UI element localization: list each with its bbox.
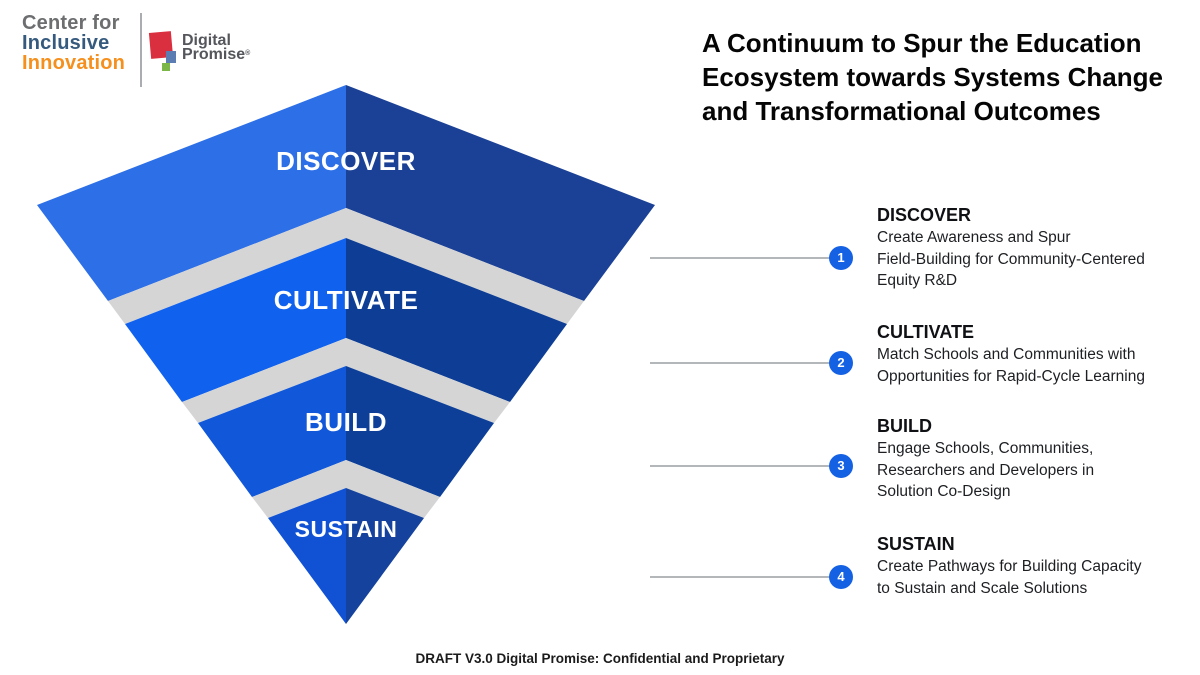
step-badge-2: 2 [829, 351, 853, 375]
connector-line-4 [650, 576, 830, 578]
item-discover: DISCOVER Create Awareness and Spur Field… [877, 204, 1199, 292]
connector-line-3 [650, 465, 830, 467]
pyramid-gap-2 [182, 338, 510, 423]
item-build: BUILD Engage Schools, Communities, Resea… [877, 415, 1199, 503]
item-discover-line-1: Create Awareness and Spur [877, 229, 1071, 246]
digital-promise-wordmark: Digital Promise® [182, 32, 251, 63]
pyramid-label-cultivate: CULTIVATE [274, 285, 419, 315]
pyramid-gap-1 [108, 208, 584, 324]
pyramid-label-build: BUILD [305, 407, 387, 437]
cii-logo-line-1: Center for [22, 12, 120, 34]
cii-logo-line-2: Inclusive [22, 32, 110, 54]
pyramid-cultivate-right [346, 238, 567, 402]
item-discover-line-3: Equity R&D [877, 272, 958, 289]
item-cultivate-heading: CULTIVATE [877, 322, 974, 342]
digital-promise-logo-icon [148, 31, 180, 72]
step-badge-3: 3 [829, 454, 853, 478]
title-line-1: A Continuum to Spur the Education [702, 28, 1142, 58]
item-sustain-line-2: to Sustain and Scale Solutions [877, 579, 1088, 597]
item-build-line-3: Solution Co-Design [877, 483, 1011, 500]
item-discover-heading: DISCOVER [877, 205, 972, 225]
connector-line-2 [650, 362, 830, 364]
item-sustain-line-1: Create Pathways for Building Capacity [877, 558, 1142, 575]
dp-green-square [162, 63, 170, 71]
pyramid-sustain-left [268, 488, 346, 624]
item-sustain: SUSTAIN Create Pathways for Building Cap… [877, 533, 1199, 599]
item-build-line-2: Researchers and Developers in [877, 461, 1095, 479]
page-title: A Continuum to Spur the Education Ecosys… [702, 26, 1163, 128]
step-badge-4: 4 [829, 565, 853, 589]
pyramid-discover-right [346, 85, 655, 301]
dp-wordmark-line-1: Digital [182, 32, 231, 49]
item-cultivate-line-2: Opportunities for Rapid-Cycle Learning [877, 367, 1145, 385]
item-build-heading: BUILD [877, 416, 932, 436]
inverted-pyramid-diagram: DISCOVER CULTIVATE BUILD SUSTAIN [37, 85, 655, 624]
registered-trademark: ® [245, 49, 251, 57]
connector-line-1 [650, 257, 830, 259]
pyramid-discover-left [37, 85, 346, 301]
pyramid-gap-3 [252, 460, 440, 518]
pyramid-sustain-right [346, 488, 424, 624]
pyramid-build-left [198, 366, 346, 497]
footer-confidentiality-note: DRAFT V3.0 Digital Promise: Confidential… [415, 651, 785, 666]
logo-divider [140, 13, 142, 87]
title-line-2: Ecosystem towards Systems Change [702, 62, 1163, 92]
item-cultivate: CULTIVATE Match Schools and Communities … [877, 321, 1199, 387]
pyramid-label-discover: DISCOVER [276, 146, 416, 176]
cii-logo: Center for Inclusive Innovation [22, 13, 125, 73]
step-badge-1: 1 [829, 246, 853, 270]
title-line-3: and Transformational Outcomes [702, 96, 1101, 126]
dp-wordmark-line-2: Promise® [182, 45, 251, 63]
pyramid-label-sustain: SUSTAIN [295, 516, 398, 542]
item-build-line-1: Engage Schools, Communities, [877, 440, 1094, 457]
item-discover-line-2: Field-Building for Community-Centered [877, 250, 1145, 268]
item-sustain-heading: SUSTAIN [877, 534, 955, 554]
cii-logo-line-3: Innovation [22, 52, 126, 74]
pyramid-build-right [346, 366, 494, 497]
dp-blue-square [166, 51, 176, 63]
pyramid-cultivate-left [125, 238, 346, 402]
item-cultivate-line-1: Match Schools and Communities with [877, 346, 1136, 363]
